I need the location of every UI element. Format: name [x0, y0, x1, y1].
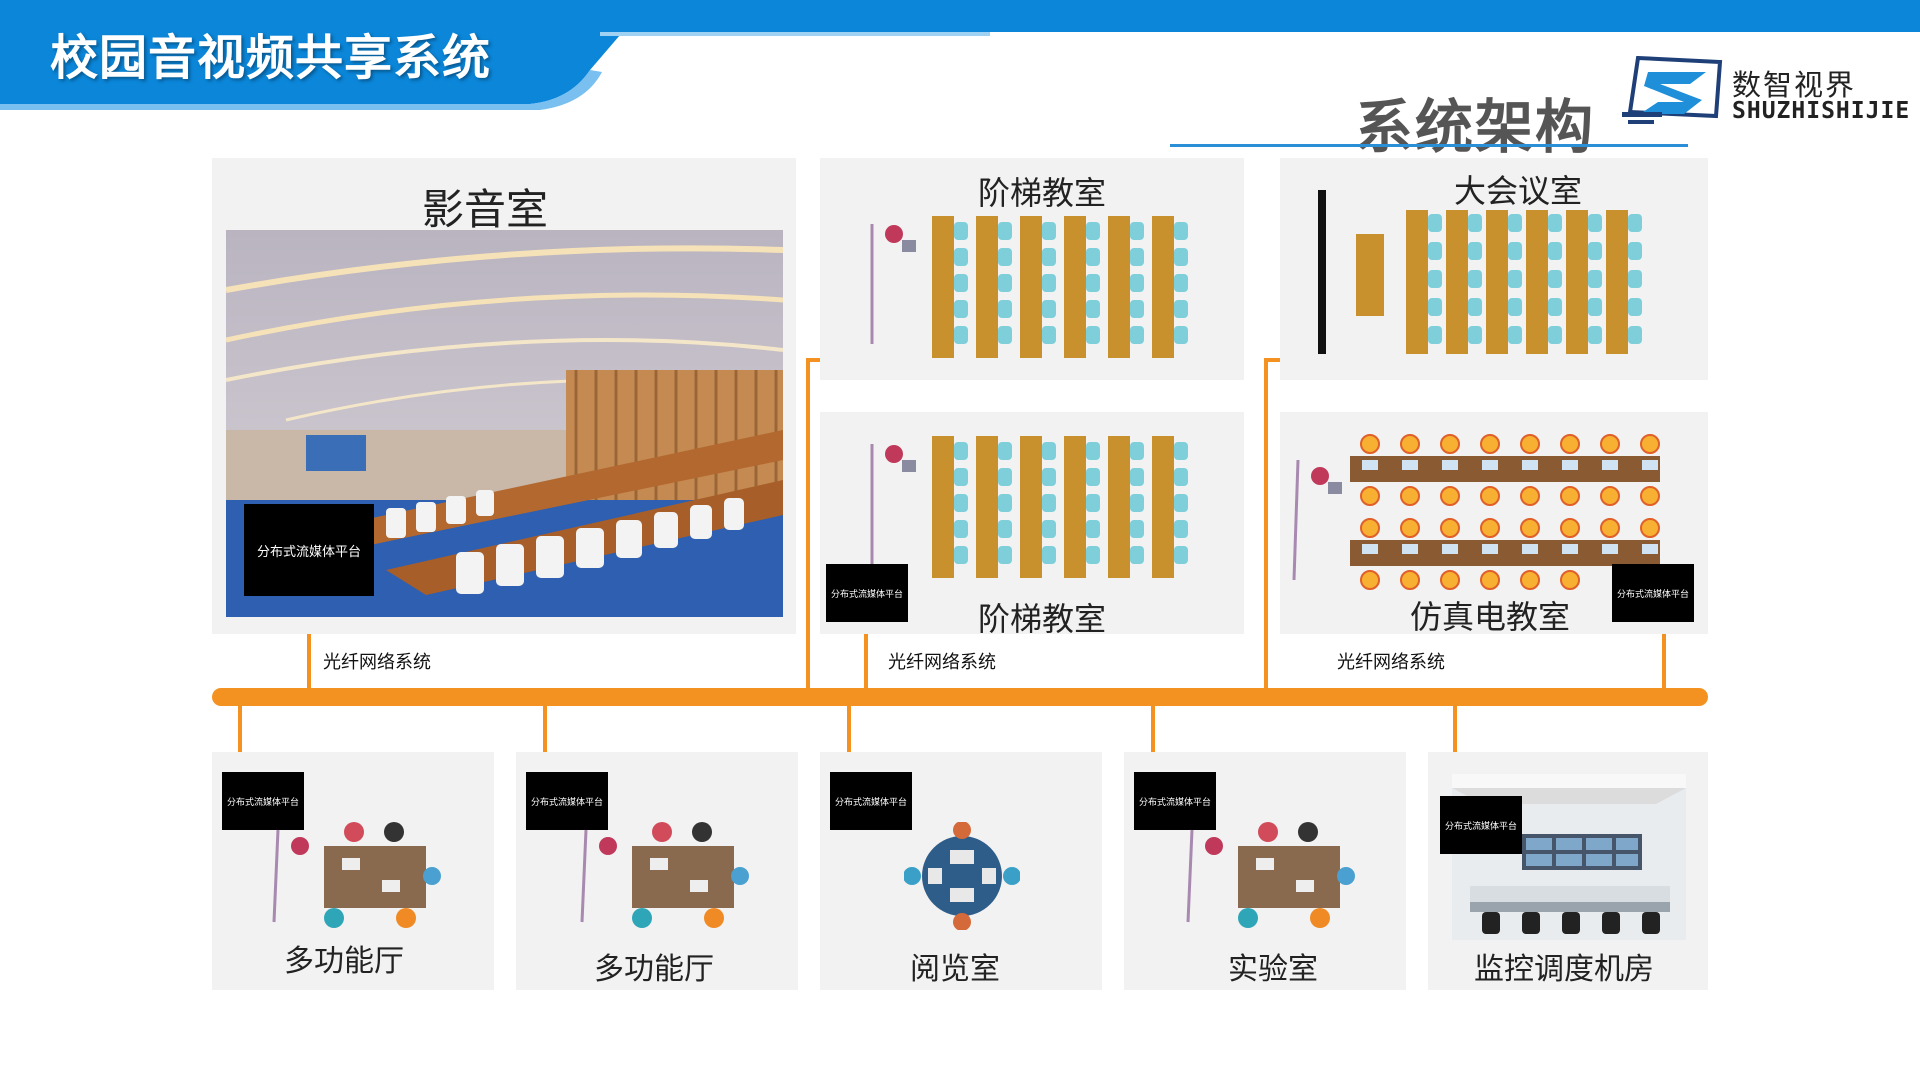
fiber-link-lecture-1	[806, 358, 810, 690]
room-label-lecture-1: 阶梯教室	[978, 174, 1107, 212]
room-label-simulation: 仿真电教室	[1410, 598, 1571, 636]
fiber-link-reading	[847, 704, 851, 772]
multi-2-meeting-icon	[580, 822, 749, 928]
fiber-link-lab	[1151, 704, 1155, 772]
platform-box-lecture-2: 分布式流媒体平台	[826, 564, 908, 622]
network-label-3: 光纤网络系统	[1337, 652, 1445, 673]
logo-s-mark-icon	[1622, 56, 1723, 124]
room-label-lecture-2: 阶梯教室	[978, 600, 1107, 638]
lecture-1-seating-icon	[870, 216, 1188, 358]
fiber-link-conference	[1264, 358, 1268, 690]
multi-1-meeting-icon	[272, 822, 441, 928]
fiber-link-multi-2	[543, 704, 547, 772]
logo-name-cn: 数智视界	[1732, 68, 1857, 102]
network-label-2: 光纤网络系统	[888, 652, 996, 673]
platform-box-cinema: 分布式流媒体平台	[244, 504, 374, 596]
room-label-monitor: 监控调度机房	[1474, 952, 1654, 987]
fiber-link-lecture-2	[864, 620, 868, 690]
page-title: 校园音视频共享系统	[50, 30, 492, 86]
simulation-seating-icon	[1292, 434, 1660, 590]
network-label-1: 光纤网络系统	[323, 652, 431, 673]
logo-name-en: SHUZHISHIJIE	[1732, 98, 1911, 124]
platform-box-multi-2: 分布式流媒体平台	[526, 772, 608, 830]
fiber-link-multi-1	[238, 704, 242, 772]
section-title: 系统架构	[1355, 93, 1596, 161]
lab-meeting-icon	[1186, 822, 1355, 928]
header-banner	[0, 0, 1920, 110]
room-label-multi-2: 多功能厅	[594, 952, 714, 987]
room-label-lab: 实验室	[1228, 952, 1318, 987]
fiber-link-simulation	[1662, 620, 1666, 690]
section-underline	[1170, 144, 1688, 147]
lecture-2-seating-icon	[870, 436, 1188, 578]
platform-box-simulation: 分布式流媒体平台	[1612, 564, 1694, 622]
platform-box-reading: 分布式流媒体平台	[830, 772, 912, 830]
platform-box-multi-1: 分布式流媒体平台	[222, 772, 304, 830]
room-label-conference: 大会议室	[1454, 172, 1583, 210]
fiber-backbone-bus	[212, 688, 1708, 706]
fiber-link-cinema	[307, 600, 311, 690]
room-label-reading: 阅览室	[910, 952, 1000, 987]
room-label-cinema: 影音室	[422, 185, 549, 234]
platform-box-monitor: 分布式流媒体平台	[1440, 796, 1522, 854]
room-label-multi-1: 多功能厅	[284, 944, 404, 979]
monitor-room-photo	[1452, 774, 1686, 940]
fiber-link-monitor	[1453, 704, 1457, 774]
reading-round-table-icon	[904, 822, 1020, 930]
platform-box-lab: 分布式流媒体平台	[1134, 772, 1216, 830]
conference-seating-icon	[1318, 190, 1642, 354]
